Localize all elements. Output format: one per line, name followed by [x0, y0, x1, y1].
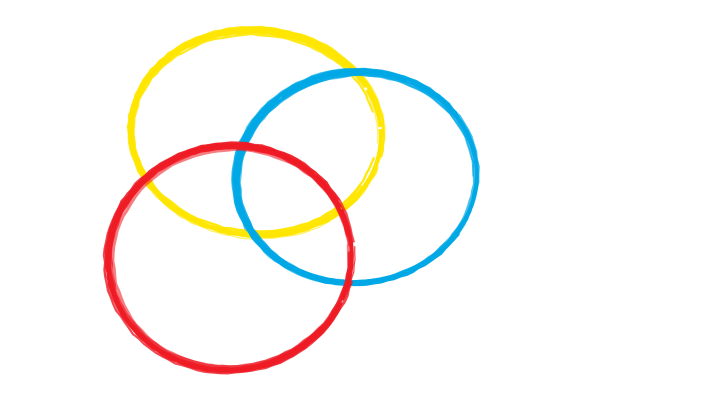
red-ring-stroke [108, 146, 351, 370]
blue-ring-base [235, 69, 479, 285]
red-ring [102, 141, 356, 375]
yellow-ring-base [129, 28, 383, 238]
blue-ring [231, 67, 480, 287]
red-ring-base [106, 143, 354, 373]
yellow-ring [126, 25, 386, 240]
blue-ring-stroke [236, 72, 478, 284]
yellow-ring-stroke [131, 31, 379, 234]
